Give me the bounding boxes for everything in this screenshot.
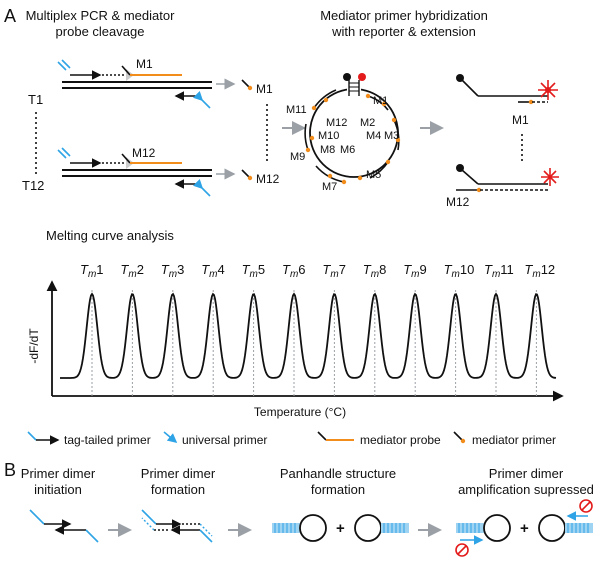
b-step2-line1: Primer dimer [141, 466, 216, 481]
b-step4-line2: amplification supressed [458, 482, 594, 497]
circle-m11: M11 [286, 104, 307, 116]
melting-curve [60, 292, 557, 379]
b-step1-line1: Primer dimer [21, 466, 96, 481]
legend: tag-tailed primer universal primer media… [27, 431, 556, 447]
tm-label: Tm3 [161, 262, 185, 280]
tm-label: Tm12 [524, 262, 555, 280]
tm-label: Tm2 [120, 262, 144, 280]
circle-m5: M5 [366, 169, 381, 181]
no-sign-icon [579, 499, 593, 513]
tm-guides [91, 290, 537, 396]
mediator-arc-dots [305, 93, 401, 185]
t12-label: T12 [22, 178, 44, 193]
circle-m3: M3 [384, 130, 399, 142]
quencher-dot [343, 73, 351, 81]
circle-m4: M4 [366, 130, 381, 142]
circle-m7: M7 [322, 181, 337, 193]
b-step3-line2: formation [311, 482, 365, 497]
tm-label: Tm1 [80, 262, 104, 280]
fluorophore-dot [358, 73, 366, 81]
y-axis-label: -dF/dT [27, 328, 41, 364]
t1-m1-label: M1 [136, 57, 153, 71]
circle-m2: M2 [360, 117, 375, 129]
dimer-initiation-graphic [29, 509, 99, 543]
b-step2-line2: formation [151, 482, 205, 497]
legend-universal-primer: universal primer [182, 433, 267, 447]
t12-duplex: M12 [57, 146, 212, 197]
step1-title-line2: probe cleavage [56, 24, 145, 39]
dimer-formation-graphic [141, 509, 213, 543]
b-plus-1: + [336, 520, 345, 537]
legend-tag-tailed-primer: tag-tailed primer [64, 433, 151, 447]
panel-a-label: A [4, 6, 16, 26]
tm-label: Tm10 [444, 262, 475, 280]
tm-label: Tm5 [242, 262, 266, 280]
panhandle-graphic-2 [354, 514, 409, 542]
suppressed-graphic-2 [538, 499, 593, 542]
tm-label: Tm8 [363, 262, 387, 280]
suppressed-graphic-1 [455, 514, 511, 557]
t1-label: T1 [28, 92, 43, 107]
product-m1-label: M1 [512, 113, 529, 127]
mediator-probe-icon [317, 431, 354, 441]
melting-title: Melting curve analysis [46, 228, 174, 243]
tm-label: Tm9 [403, 262, 427, 280]
universal-primer-icon [163, 431, 178, 444]
tm-label: Tm11 [484, 262, 514, 280]
tag-tailed-primer-icon [27, 431, 60, 445]
reporter-circle [309, 73, 399, 178]
step2-title-line2: with reporter & extension [331, 24, 476, 39]
b-plus-2: + [520, 520, 529, 537]
circle-m8: M8 [320, 144, 335, 156]
extension-product-1 [456, 74, 558, 105]
released-m12-label: M12 [256, 172, 280, 186]
legend-mediator-probe: mediator probe [360, 433, 441, 447]
tm-label: Tm7 [322, 262, 346, 280]
b-step3-line1: Panhandle structure [280, 466, 396, 481]
mediator-primer-icon [453, 431, 466, 444]
circle-m12: M12 [326, 117, 347, 129]
circle-m1: M1 [373, 95, 388, 107]
circle-m9: M9 [290, 151, 305, 163]
legend-mediator-primer: mediator primer [472, 433, 556, 447]
x-axis-label: Temperature (°C) [254, 405, 346, 419]
product-m12-label: M12 [446, 195, 470, 209]
panel-b-label: B [4, 460, 16, 480]
b-step4-line1: Primer dimer [489, 466, 564, 481]
step2-title-line1: Mediator primer hybridization [320, 8, 488, 23]
extension-product-12 [456, 164, 559, 193]
t12-m12-label: M12 [132, 146, 156, 160]
no-sign-icon [455, 543, 469, 557]
released-m1-label: M1 [256, 82, 273, 96]
b-step1-line2: initiation [34, 482, 82, 497]
t1-duplex: M1 [57, 57, 212, 109]
tm-labels: Tm1 Tm2 Tm3 Tm4 Tm5 Tm6 Tm7 Tm8 Tm9 Tm10 Tm11 Tm12 [80, 262, 555, 280]
step1-title-line1: Multiplex PCR & mediator [26, 8, 175, 23]
circle-m6: M6 [340, 144, 355, 156]
panhandle-graphic-1 [272, 514, 327, 542]
tm-label: Tm6 [282, 262, 306, 280]
tm-label: Tm4 [201, 262, 225, 280]
circle-m10: M10 [318, 130, 339, 142]
